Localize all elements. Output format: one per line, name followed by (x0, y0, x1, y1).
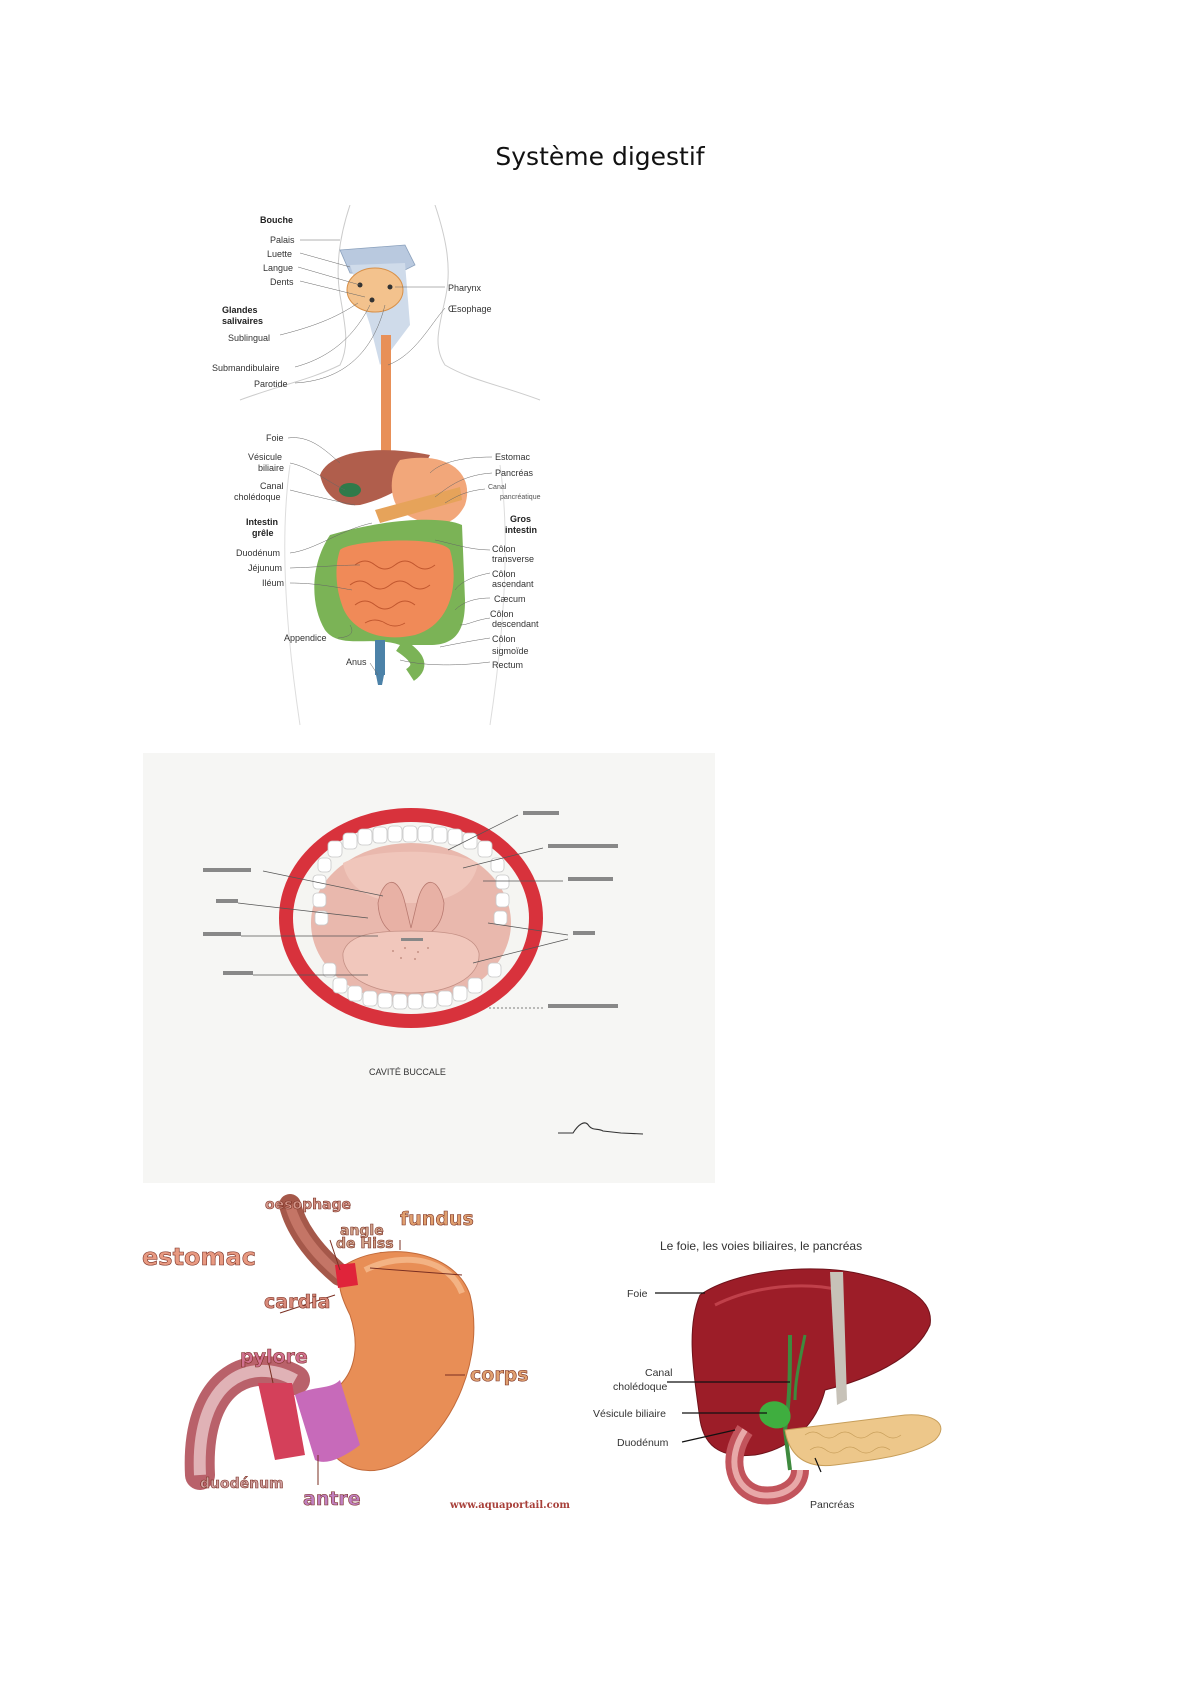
label-ileum: Iléum (262, 578, 284, 588)
label-vesicule-2: biliaire (258, 463, 284, 473)
label-canal-1: Canal (260, 481, 284, 491)
label-fundus: fundus (400, 1208, 474, 1230)
label-vesicule-1: Vésicule (248, 452, 282, 462)
label-colon-a-2: ascendant (492, 579, 534, 589)
label-colon-d-2: descendant (492, 619, 539, 629)
label-parotide: Parotide (254, 379, 288, 389)
label-pancreas: Pancréas (495, 468, 534, 478)
oral-cavity-caption: CAVITÉ BUCCALE (369, 1067, 446, 1077)
label-colon-s-1: Côlon (492, 634, 516, 644)
label-canal-liver-1: Canal (645, 1367, 672, 1379)
label-canal-panc-1: Canal (488, 484, 507, 491)
label-luette: Luette (267, 249, 292, 259)
label-angle-1: angle (340, 1223, 384, 1239)
label-rectum: Rectum (492, 660, 523, 670)
label-foie: Foie (266, 433, 284, 443)
label-estomac-stomach: estomac (142, 1243, 256, 1271)
label-anus: Anus (346, 657, 367, 667)
label-colon-s-2: sigmoïde (492, 646, 529, 656)
stomach-diagram: oesophage angle de Hiss fundus estomac c… (142, 1194, 570, 1511)
label-canal-liver-2: cholédoque (613, 1381, 667, 1393)
label-glandes-1: Glandes (222, 305, 258, 315)
label-colon-d-1: Côlon (490, 609, 514, 619)
label-colon-t-2: transverse (492, 554, 534, 564)
source-website: www.aquaportail.com (449, 1500, 570, 1511)
label-intestin-1: Intestin (246, 517, 278, 527)
label-antre: antre (303, 1488, 361, 1510)
label-canal-2: cholédoque (234, 492, 281, 502)
label-gros-2: intestin (505, 525, 537, 535)
label-caecum: Cæcum (494, 594, 526, 604)
label-palais: Palais (270, 235, 295, 245)
label-duodenum: Duodénum (236, 548, 280, 558)
label-jejunum: Jéjunum (248, 563, 282, 573)
label-foie-liver: Foie (627, 1288, 648, 1300)
label-angle-2: de Hiss (336, 1236, 394, 1252)
label-oesophage: Œsophage (448, 304, 492, 314)
label-pylore: pylore (240, 1346, 308, 1368)
label-vesicule-liver: Vésicule biliaire (593, 1408, 666, 1420)
label-dents: Dents (270, 277, 294, 287)
label-glandes-2: salivaires (222, 316, 263, 326)
label-bouche: Bouche (260, 215, 293, 225)
signature (558, 1122, 644, 1135)
label-appendice: Appendice (284, 633, 327, 643)
label-sublingual: Sublingual (228, 333, 270, 343)
label-corps: corps (470, 1364, 529, 1386)
label-intestin-2: grêle (252, 528, 274, 538)
label-gros-1: Gros (510, 514, 531, 524)
label-duodenum-liver: Duodénum (617, 1437, 669, 1449)
label-estomac: Estomac (495, 452, 531, 462)
label-submandibulaire: Submandibulaire (212, 363, 280, 373)
label-canal-panc-2: pancréatique (500, 494, 541, 501)
label-langue: Langue (263, 263, 293, 273)
label-cardia: cardia (264, 1291, 330, 1313)
label-oesophage-stomach: oesophage (265, 1197, 351, 1213)
digestive-system-diagram: Bouche Palais Luette Langue Dents Glande… (212, 205, 541, 726)
label-pharynx: Pharynx (448, 283, 482, 293)
label-pancreas-liver: Pancréas (810, 1499, 854, 1511)
liver-diagram: Le foie, les voies biliaires, le pancréa… (593, 1239, 942, 1511)
label-colon-t-1: Côlon (492, 544, 516, 554)
liver-figure-title: Le foie, les voies biliaires, le pancréa… (660, 1239, 862, 1253)
label-colon-a-1: Côlon (492, 569, 516, 579)
oral-cavity-diagram: CAVITÉ BUCCALE (203, 808, 644, 1135)
page-title: Système digestif (495, 142, 705, 171)
label-duodenum-stomach: duodénum (200, 1476, 284, 1492)
